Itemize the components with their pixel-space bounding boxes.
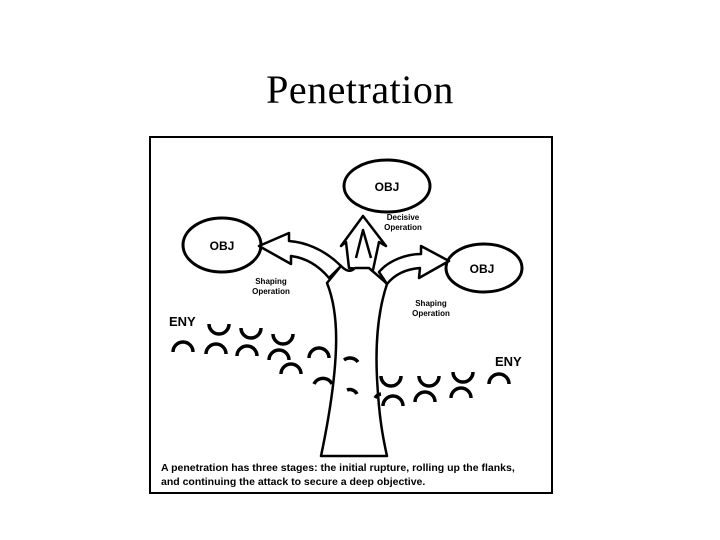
enemy-arc [451, 371, 475, 384]
caption-line2: and continuing the attack to secure a de… [161, 476, 425, 488]
shaping-left-label-line1: Shaping [255, 277, 287, 286]
enemy-arc [267, 348, 291, 361]
enemy-arc [239, 327, 263, 340]
enemy-arc [204, 342, 228, 355]
enemy-arc [307, 346, 331, 359]
enemy-right-label: ENY [495, 354, 522, 369]
enemy-left-label: ENY [169, 314, 196, 329]
left-shaping-arrow [257, 231, 343, 280]
enemy-positions [171, 323, 511, 407]
enemy-arc [346, 387, 359, 395]
decisive-label-line1: Decisive [387, 213, 420, 222]
enemy-arc [379, 375, 403, 388]
enemy-arc [271, 333, 295, 346]
shaping-left-label-line2: Operation [252, 287, 290, 296]
slide-title: Penetration [266, 67, 454, 112]
enemy-arc [487, 372, 511, 385]
enemy-arc [381, 394, 405, 407]
enemy-arc [413, 390, 437, 403]
decisive-arrow-inner [354, 228, 373, 259]
decisive-arrow [339, 214, 388, 272]
penetration-diagram: OBJ OBJ OBJ [149, 136, 553, 494]
shaping-right-label-line2: Operation [412, 309, 450, 318]
objective-right-label: OBJ [470, 262, 495, 276]
attack-arrows [257, 214, 451, 458]
enemy-arc [342, 356, 360, 364]
penetration-trunk [319, 264, 389, 458]
shaping-right-label-line1: Shaping [415, 299, 447, 308]
enemy-arc [373, 392, 382, 400]
enemy-arc [207, 323, 231, 336]
objective-top [342, 158, 432, 214]
objective-top-label: OBJ [375, 180, 400, 194]
objective-left-label: OBJ [210, 239, 235, 253]
enemy-arc [171, 340, 195, 353]
diagram-canvas: OBJ OBJ OBJ [161, 158, 524, 488]
enemy-arc [235, 344, 259, 357]
objective-right [444, 242, 524, 294]
decisive-label-line2: Operation [384, 223, 422, 232]
enemy-arc [312, 376, 334, 385]
enemy-arc [279, 362, 303, 375]
caption-line1: A penetration has three stages: the init… [161, 462, 515, 474]
right-shaping-arrow [377, 244, 451, 286]
enemy-arc [417, 375, 441, 388]
enemy-arc [449, 386, 473, 399]
